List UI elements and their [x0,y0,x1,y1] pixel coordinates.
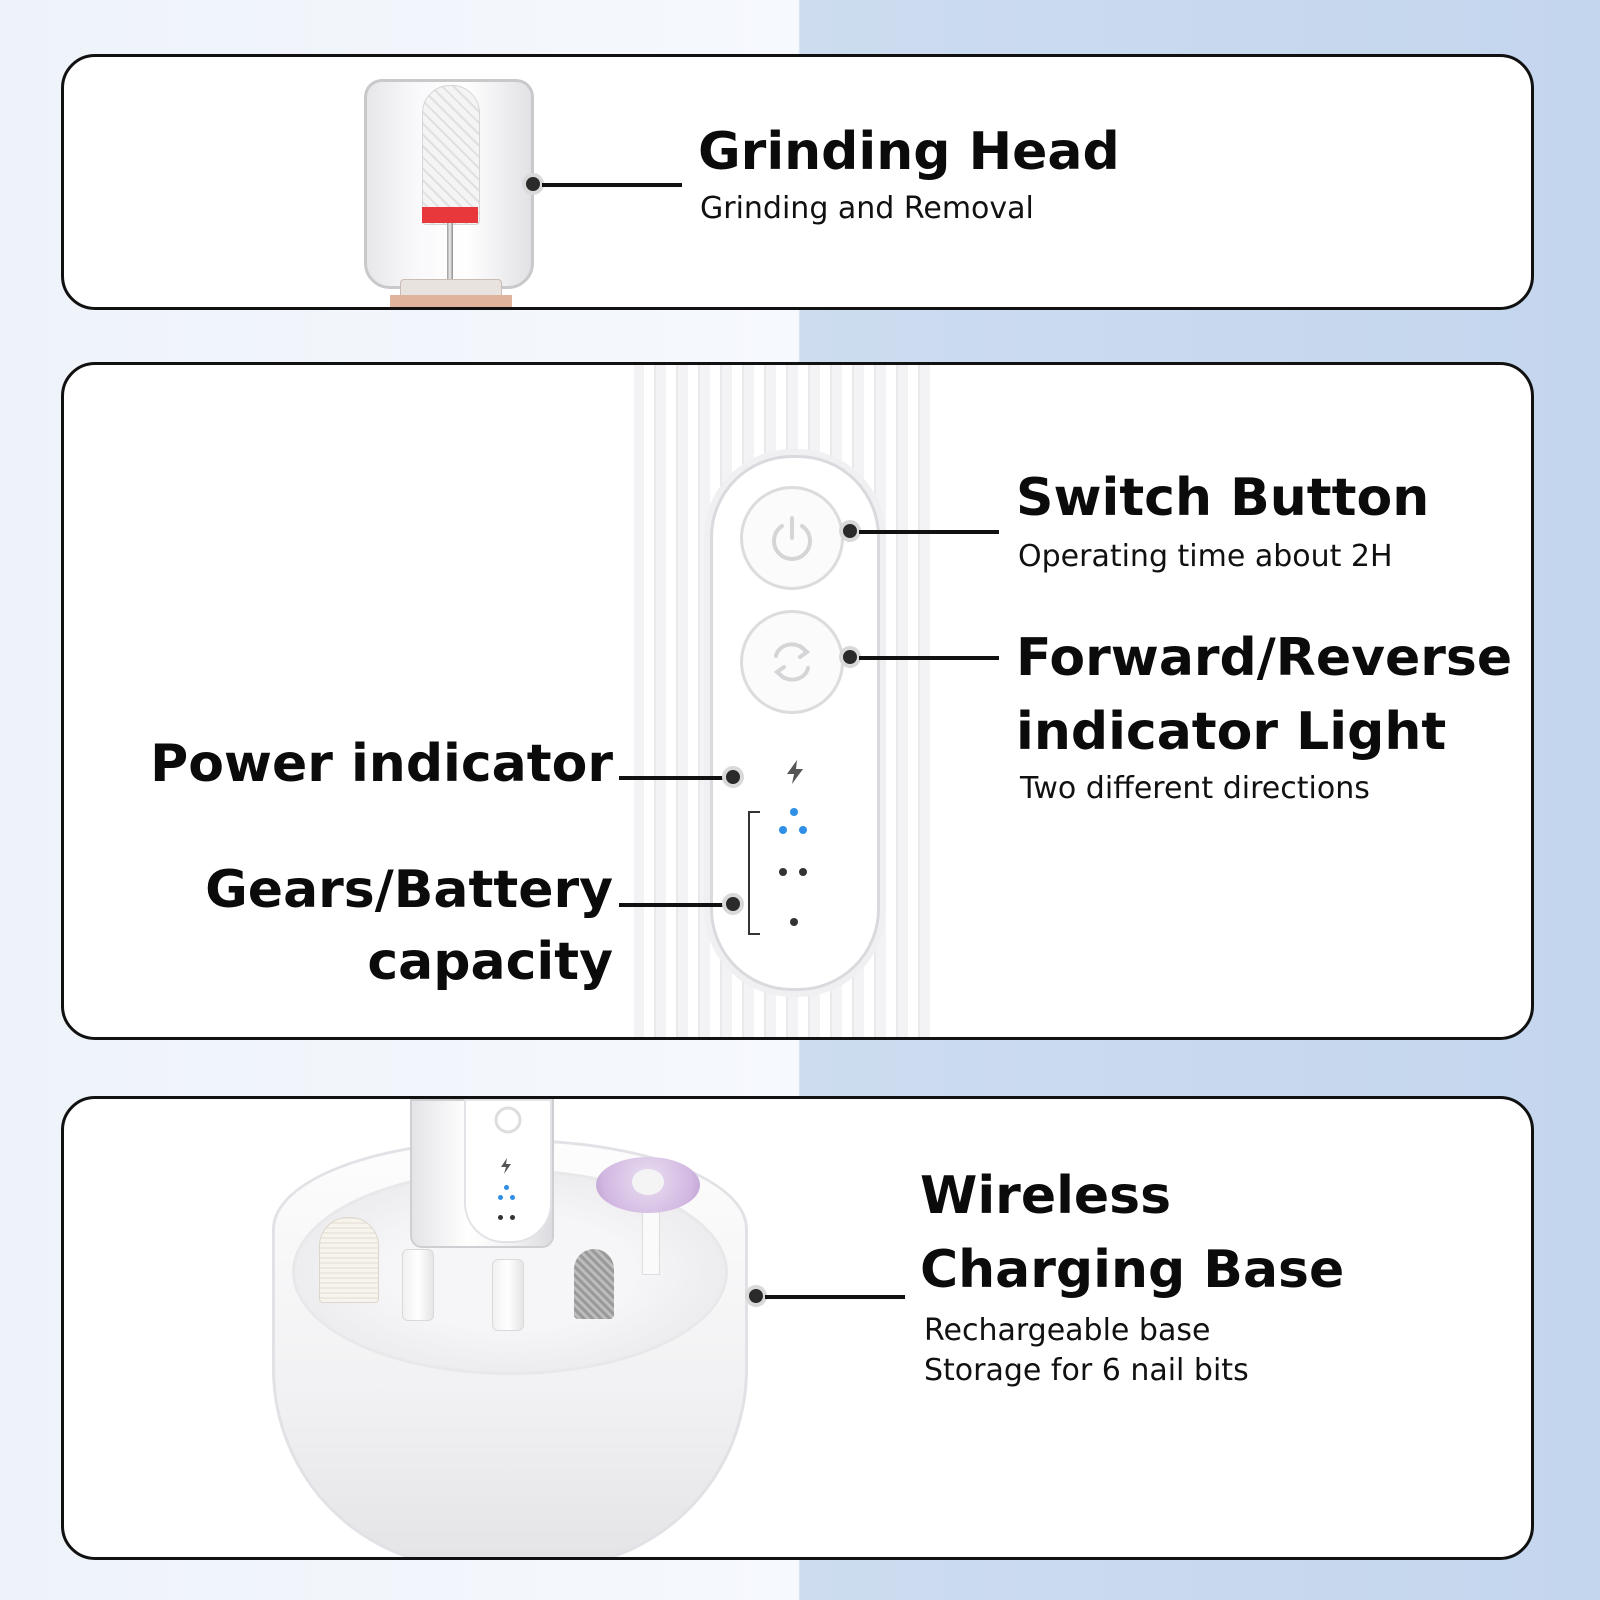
base-led-a [504,1185,509,1190]
gear-led-3a [790,808,798,816]
controls-panel: Switch Button Operating time about 2H Fo… [61,362,1534,1040]
bit-red-band [422,207,478,223]
gears-callout-dot [722,893,744,915]
charging-base-subtitle-line2: Storage for 6 nail bits [924,1353,1249,1388]
grinding-head-callout-dot [522,173,544,195]
base-led-c [510,1195,515,1200]
power-callout-dot [722,766,744,788]
switch-callout-dot [839,520,861,542]
switch-button-subtitle: Operating time about 2H [1018,539,1393,574]
gear-led-2a [779,868,787,876]
direction-callout-line [859,656,999,660]
forward-reverse-subtitle: Two different directions [1020,771,1370,806]
storage-peg-1 [402,1249,434,1321]
grinding-head-title: Grinding Head [698,122,1120,182]
charging-base-title-line1: Wireless [920,1166,1172,1226]
base-led-b [498,1195,503,1200]
charging-base-title-line2: Charging Base [920,1240,1345,1300]
forward-reverse-icon [773,642,811,682]
grinding-head-subtitle: Grinding and Removal [700,191,1034,226]
forward-reverse-title-line1: Forward/Reverse [1016,628,1513,688]
storage-peg-2 [492,1259,524,1331]
gear-led-3c [799,826,807,834]
led-bracket [748,811,780,935]
handle-top [390,295,512,307]
gears-battery-title-line1: Gears/Battery [205,860,613,920]
charging-base-panel: Wireless Charging Base Rechargeable base… [61,1096,1534,1560]
lightning-icon-small [501,1158,511,1174]
switch-button-title: Switch Button [1016,468,1430,528]
sanding-cap-bit [319,1217,379,1303]
direction-button[interactable] [740,610,844,714]
bit-shaft [447,223,453,279]
charging-base-subtitle-line1: Rechargeable base [924,1313,1211,1348]
grinding-head-callout-line [542,183,682,187]
base-led-e [510,1215,515,1220]
diamond-cone-bit [574,1249,614,1319]
handle-control-strip [464,1099,552,1243]
power-callout-line [619,776,729,780]
switch-callout-line [859,530,999,534]
gears-battery-title-line2: capacity [367,932,613,992]
lightning-icon [787,760,803,784]
forward-reverse-icon-small [494,1106,522,1134]
gear-led-3b [779,826,787,834]
base-callout-dot [745,1285,767,1307]
power-indicator-title: Power indicator [150,734,613,794]
power-icon [772,516,812,561]
gear-led-2b [799,868,807,876]
forward-reverse-title-line2: indicator Light [1016,702,1447,762]
power-button[interactable] [740,486,844,590]
direction-callout-dot [839,646,861,668]
ceramic-nail-bit [422,85,480,225]
base-led-d [498,1215,503,1220]
gears-callout-line [619,903,729,907]
base-callout-line [765,1295,905,1299]
disc-bit-center [632,1169,664,1195]
disc-bit-stem [642,1205,660,1275]
gear-led-1 [790,918,798,926]
grinding-head-panel: Grinding Head Grinding and Removal [61,54,1534,310]
